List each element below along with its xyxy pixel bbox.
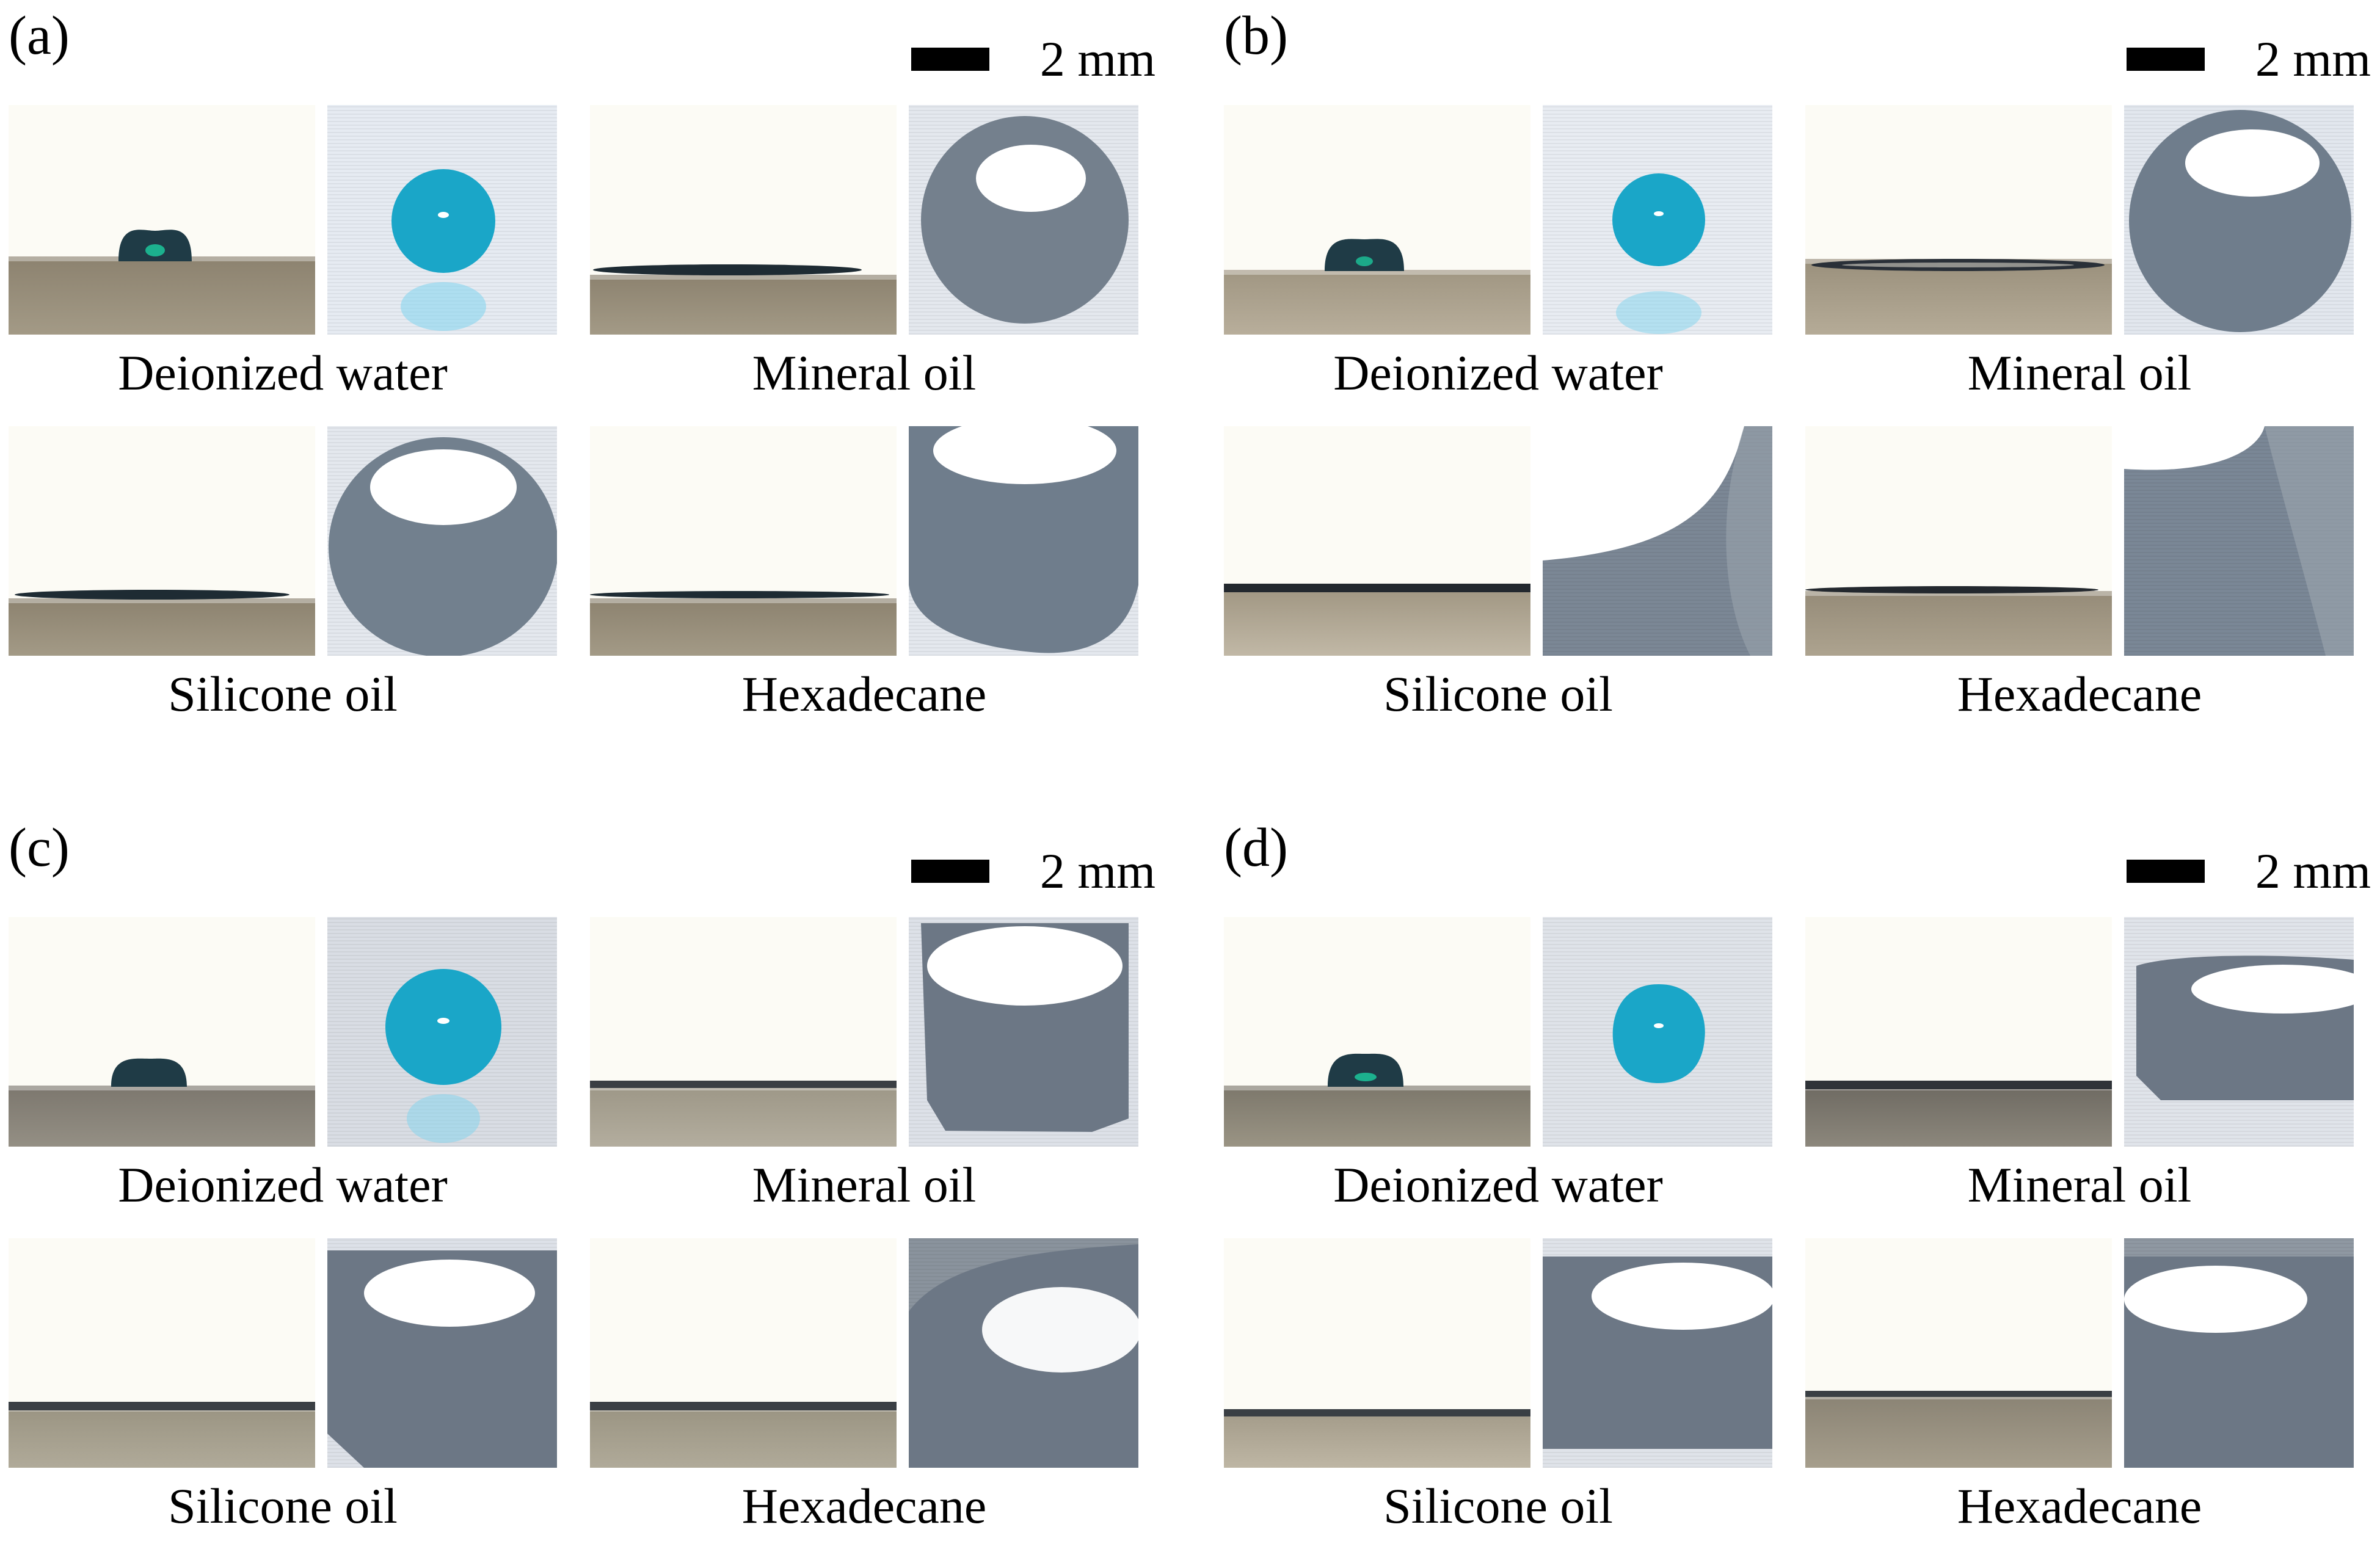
scale-bar-line	[911, 860, 989, 883]
top-view-photo	[327, 426, 557, 656]
top-view-photo	[327, 1238, 557, 1468]
cell-deionized-water: Deionized water	[0, 105, 568, 410]
panel-label: (b)	[1224, 5, 1288, 66]
panel-label: (a)	[9, 5, 70, 66]
cell-mineral-oil: Mineral oil	[1797, 105, 2365, 410]
caption: Mineral oil	[1967, 1157, 2192, 1213]
cell-deionized-water: Deionized water	[1215, 917, 1783, 1222]
scale-bar-label: 2 mm	[2255, 31, 2371, 87]
scale-bar-label: 2 mm	[2255, 843, 2371, 899]
side-view-photo	[9, 426, 315, 656]
scale-bar: 2 mm	[2127, 31, 2371, 87]
caption: Hexadecane	[1957, 666, 2202, 722]
cell-silicone-oil: Silicone oil	[1215, 1238, 1783, 1543]
side-view-photo	[590, 105, 897, 335]
panel-label: (c)	[9, 818, 70, 878]
side-view-photo	[1805, 426, 2112, 656]
cell-mineral-oil: Mineral oil	[581, 917, 1149, 1222]
top-view-photo	[909, 1238, 1138, 1468]
top-view-photo	[909, 105, 1138, 335]
scale-bar-line	[2127, 48, 2205, 71]
side-view-photo	[9, 917, 315, 1147]
panel-b: (b) 2 mm Deionized water	[1215, 0, 2371, 751]
side-view-photo	[1224, 426, 1530, 656]
top-view-photo	[1543, 426, 1772, 656]
scale-bar: 2 mm	[911, 31, 1155, 87]
top-view-photo	[1543, 917, 1772, 1147]
caption: Deionized water	[118, 1157, 448, 1213]
top-view-photo	[2124, 1238, 2354, 1468]
caption: Hexadecane	[741, 1478, 987, 1534]
cell-hexadecane: Hexadecane	[1797, 426, 2365, 731]
caption: Hexadecane	[1957, 1478, 2202, 1534]
side-view-photo	[1805, 917, 2112, 1147]
top-view-photo	[327, 105, 557, 335]
caption: Silicone oil	[168, 1478, 398, 1534]
side-view-photo	[9, 1238, 315, 1468]
caption: Mineral oil	[1967, 345, 2192, 401]
scale-bar-label: 2 mm	[1039, 31, 1155, 87]
scale-bar: 2 mm	[2127, 843, 2371, 899]
panel-a: (a) 2 mm Deionized water	[0, 0, 1155, 751]
scale-bar-line	[911, 48, 989, 71]
scale-bar: 2 mm	[911, 843, 1155, 899]
top-view-photo	[1543, 1238, 1772, 1468]
side-view-photo	[1805, 1238, 2112, 1468]
cell-hexadecane: Hexadecane	[581, 1238, 1149, 1543]
scale-bar-line	[2127, 860, 2205, 883]
caption: Deionized water	[1333, 345, 1663, 401]
scale-bar-label: 2 mm	[1039, 843, 1155, 899]
side-view-photo	[1224, 1238, 1530, 1468]
side-view-photo	[1805, 105, 2112, 335]
cell-hexadecane: Hexadecane	[1797, 1238, 2365, 1543]
side-view-photo	[590, 1238, 897, 1468]
top-view-photo	[2124, 917, 2354, 1147]
caption: Silicone oil	[1383, 1478, 1613, 1534]
cell-silicone-oil: Silicone oil	[0, 1238, 568, 1543]
cell-mineral-oil: Mineral oil	[581, 105, 1149, 410]
caption: Silicone oil	[168, 666, 398, 722]
top-view-photo	[2124, 426, 2354, 656]
caption: Deionized water	[118, 345, 448, 401]
side-view-photo	[9, 105, 315, 335]
cell-mineral-oil: Mineral oil	[1797, 917, 2365, 1222]
panel-c: (c) 2 mm Deionized water	[0, 812, 1155, 1563]
cell-silicone-oil: Silicone oil	[0, 426, 568, 731]
cell-silicone-oil: Silicone oil	[1215, 426, 1783, 731]
top-view-photo	[2124, 105, 2354, 335]
caption: Silicone oil	[1383, 666, 1613, 722]
caption: Mineral oil	[752, 1157, 977, 1213]
top-view-photo	[1543, 105, 1772, 335]
top-view-photo	[909, 426, 1138, 656]
side-view-photo	[1224, 105, 1530, 335]
cell-hexadecane: Hexadecane	[581, 426, 1149, 731]
side-view-photo	[590, 426, 897, 656]
caption: Deionized water	[1333, 1157, 1663, 1213]
cell-deionized-water: Deionized water	[1215, 105, 1783, 410]
top-view-photo	[327, 917, 557, 1147]
caption: Hexadecane	[741, 666, 987, 722]
panel-label: (d)	[1224, 818, 1288, 878]
cell-deionized-water: Deionized water	[0, 917, 568, 1222]
side-view-photo	[1224, 917, 1530, 1147]
panel-d: (d) 2 mm Deionized water	[1215, 812, 2371, 1563]
caption: Mineral oil	[752, 345, 977, 401]
top-view-photo	[909, 917, 1138, 1147]
side-view-photo	[590, 917, 897, 1147]
